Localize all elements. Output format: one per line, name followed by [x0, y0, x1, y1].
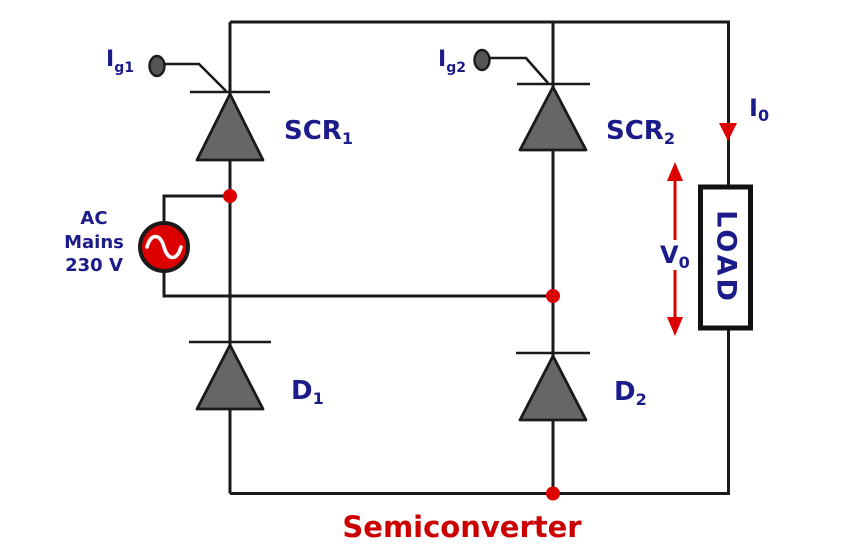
- scr2-label: SCR2: [606, 116, 675, 148]
- ac-source-symbol: [138, 221, 190, 273]
- scr2-gate-wire: [490, 56, 549, 84]
- ig2-sub: g2: [446, 60, 466, 76]
- v0-label: V0: [660, 241, 690, 272]
- junction-dot: [546, 289, 560, 303]
- ac-bottom-wire: [162, 268, 553, 298]
- scr2-anode-triangle: [518, 85, 588, 152]
- scr1-anode-triangle: [195, 92, 265, 162]
- scr2-gate-terminal: [473, 48, 491, 72]
- d1-label: D1: [291, 376, 324, 408]
- i0-main: I: [749, 94, 758, 122]
- scr1-name: SCR: [284, 116, 342, 146]
- d1-symbol: [189, 340, 271, 411]
- scr1-sub: 1: [342, 129, 353, 148]
- load-box: [698, 184, 753, 331]
- outer-loop-wire: [230, 20, 730, 495]
- d2-label: D2: [614, 377, 647, 409]
- v0-arrow: [667, 162, 683, 336]
- d2-name: D: [614, 377, 636, 407]
- load-resistor: LOAD: [698, 184, 753, 331]
- ac-top-wire: [162, 194, 230, 226]
- scr1-gate-wire: [165, 62, 227, 92]
- ig2-label: Ig2: [438, 47, 466, 76]
- ac-line1: AC: [80, 208, 107, 229]
- junction-dot: [546, 486, 560, 501]
- d2-sub: 2: [636, 390, 647, 409]
- d2-triangle: [518, 354, 588, 422]
- scr2-sub: 2: [664, 129, 675, 148]
- scr1-symbol: [148, 54, 270, 162]
- d1-triangle: [195, 343, 265, 411]
- i0-sub: 0: [758, 106, 769, 125]
- sine-wave-icon: [145, 234, 183, 260]
- load-label: LOAD: [711, 210, 742, 304]
- junction-dot: [223, 189, 237, 203]
- ac-line2: Mains: [64, 232, 124, 253]
- scr2-name: SCR: [606, 116, 664, 146]
- ac-line3: 230 V: [65, 255, 123, 276]
- ig1-sub: g1: [114, 60, 134, 76]
- ig2-main: I: [438, 47, 446, 72]
- scr1-label: SCR1: [284, 116, 353, 148]
- scr2-symbol: [473, 48, 590, 152]
- i0-label: I0: [749, 94, 769, 125]
- d2-symbol: [516, 351, 590, 422]
- diagram-title: Semiconverter: [342, 510, 582, 544]
- d1-name: D: [291, 376, 313, 406]
- ig1-label: Ig1: [106, 47, 134, 76]
- ig1-main: I: [106, 47, 114, 72]
- v0-main: V: [660, 241, 679, 269]
- d1-sub: 1: [313, 389, 324, 408]
- scr1-gate-terminal: [148, 54, 166, 78]
- v0-arrowhead-up-icon: [667, 162, 683, 181]
- v0-sub: 0: [679, 253, 690, 272]
- v0-arrowhead-down-icon: [667, 317, 683, 336]
- i0-arrowhead-icon: [719, 123, 737, 141]
